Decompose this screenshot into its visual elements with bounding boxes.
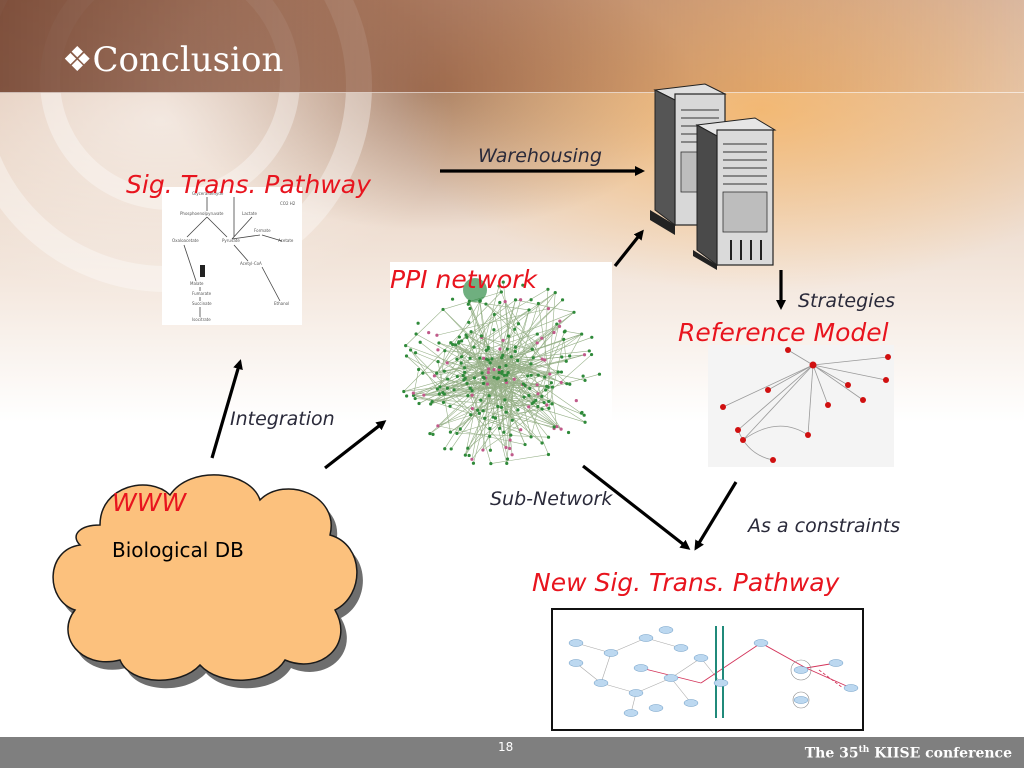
footer-bar xyxy=(0,737,1024,768)
svg-text:Ethanol: Ethanol xyxy=(274,301,289,306)
page-number: 18 xyxy=(498,740,514,754)
svg-text:Glyceraldehyde: Glyceraldehyde xyxy=(192,191,224,196)
svg-text:Isocitrate: Isocitrate xyxy=(192,317,211,322)
biological-db-label: Biological DB xyxy=(112,538,244,562)
www-label: WWW xyxy=(112,488,187,517)
reference-model-label: Reference Model xyxy=(678,318,889,347)
sub-network-label: Sub-Network xyxy=(490,488,613,510)
as-a-constraints-label: As a constraints xyxy=(748,515,901,537)
svg-text:Succinate: Succinate xyxy=(192,301,212,306)
reference-model-thumbnail xyxy=(708,345,894,467)
conference-name: The 35th KIISE conference xyxy=(805,745,1012,762)
ppi-network-label: PPI network xyxy=(390,265,537,294)
arrow-cloud-to-ppi xyxy=(324,420,387,470)
arrow-ppi-to-servers xyxy=(613,229,644,267)
slide-title: ❖Conclusion xyxy=(62,40,284,80)
new-pathway-thumbnail xyxy=(551,608,864,731)
conference-suffix: KIISE conference xyxy=(869,745,1012,762)
svg-text:Fumarate: Fumarate xyxy=(192,291,212,296)
arrow-integration xyxy=(210,359,243,459)
title-bar xyxy=(0,0,1024,93)
conference-sup: th xyxy=(858,745,870,755)
svg-text:CO2 H2: CO2 H2 xyxy=(280,201,296,206)
sig-trans-pathway-thumbnail: Glyceraldehyde Phosphoenolpyruvate Lacta… xyxy=(162,187,302,325)
ppi-network-thumbnail xyxy=(390,262,612,472)
www-cloud xyxy=(52,474,363,689)
server-tower-icon xyxy=(650,83,777,270)
strategies-label: Strategies xyxy=(798,290,896,312)
svg-text:Lactate: Lactate xyxy=(242,211,257,216)
integration-label: Integration xyxy=(230,408,335,430)
conference-prefix: The 35 xyxy=(804,745,859,762)
new-sig-trans-pathway-label: New Sig. Trans. Pathway xyxy=(532,568,840,597)
svg-text:Formate: Formate xyxy=(254,228,271,233)
sig-trans-pathway-label: Sig. Trans. Pathway xyxy=(126,170,371,199)
arrow-constraints xyxy=(694,481,738,551)
svg-text:Acetate: Acetate xyxy=(278,238,294,243)
svg-text:Oxaloacetate: Oxaloacetate xyxy=(172,238,199,243)
warehousing-label: Warehousing xyxy=(478,145,602,167)
svg-text:Phosphoenolpyruvate: Phosphoenolpyruvate xyxy=(180,211,224,216)
arrow-sub-network xyxy=(582,464,691,550)
svg-text:Pyruvate: Pyruvate xyxy=(222,238,240,243)
svg-text:Acetyl-CoA: Acetyl-CoA xyxy=(240,261,262,266)
svg-text:Malate: Malate xyxy=(190,281,204,286)
